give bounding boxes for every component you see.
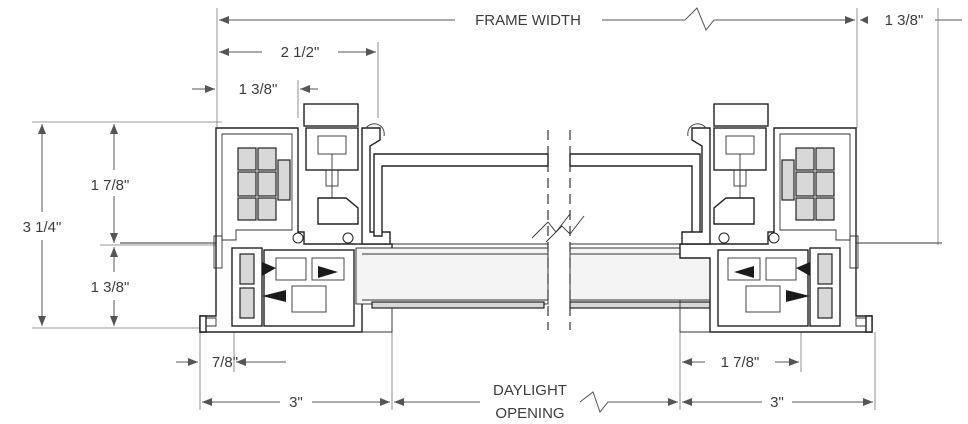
- two-half-dimension: 2 1/2": [219, 42, 379, 118]
- left-frame-profile: [120, 103, 393, 333]
- one-three-eighths-top-label: 1 3/8": [239, 81, 278, 98]
- lower-height-dimension: 1 3/8": [91, 244, 216, 326]
- daylight-label-line2: OPENING: [495, 405, 564, 422]
- break-lines: [531, 130, 585, 330]
- glass-panel-top: [373, 153, 701, 237]
- glazing-unit: [355, 243, 721, 309]
- seven-eighths-dimension: 7/8": [176, 332, 286, 410]
- frame-width-dimension: FRAME WIDTH: [216, 7, 858, 128]
- daylight-label-line1: DAYLIGHT: [493, 382, 567, 399]
- right-three-dimension: 3": [682, 332, 876, 411]
- upper-height-dimension: 1 7/8": [91, 124, 130, 243]
- lower-height-label: 1 3/8": [91, 279, 130, 296]
- one-three-eighths-top-dimension: 1 3/8": [192, 80, 318, 118]
- daylight-opening-dimension: DAYLIGHT OPENING: [394, 382, 678, 422]
- frame-width-label: FRAME WIDTH: [475, 12, 581, 29]
- overall-height-dimension: 3 1/4": [23, 121, 222, 329]
- top-right-depth-label: 1 3/8": [885, 12, 924, 29]
- upper-height-label: 1 7/8": [91, 177, 130, 194]
- overall-height-label: 3 1/4": [23, 219, 62, 236]
- one-seven-eighths-right-dimension: 1 7/8": [679, 332, 802, 410]
- one-seven-eighths-right-label: 1 7/8": [721, 354, 760, 371]
- left-three-dimension: 3": [202, 300, 393, 411]
- right-frame-profile: [679, 103, 942, 333]
- left-three-label: 3": [289, 394, 303, 411]
- top-right-depth-dimension: 1 3/8": [860, 8, 962, 245]
- seven-eighths-label: 7/8": [212, 354, 238, 371]
- right-three-label: 3": [770, 394, 784, 411]
- two-half-label: 2 1/2": [281, 44, 320, 61]
